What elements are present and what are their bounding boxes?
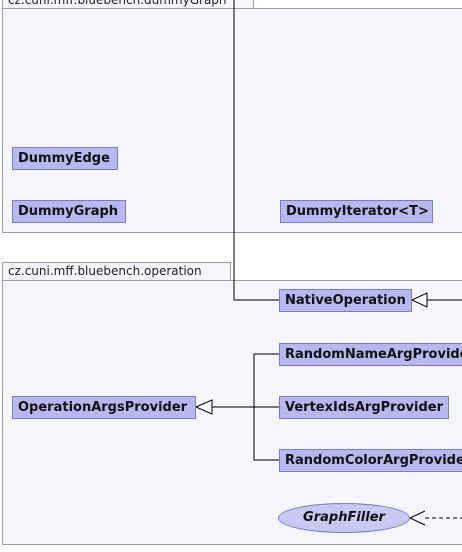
generalization-arrow-native-operation [410,292,428,308]
package-dummy-graph [2,8,462,233]
package-tab-dummy-graph: cz.cuni.mff.bluebench.dummyGraph [2,0,254,9]
interface-graph-filler[interactable]: GraphFiller [278,503,410,533]
class-operation-args-provider[interactable]: OperationArgsProvider [12,396,196,419]
class-dummy-iterator[interactable]: DummyIterator<T> [280,200,433,223]
class-random-color-arg-provider[interactable]: RandomColorArgProvider [279,449,462,472]
class-dummy-graph[interactable]: DummyGraph [12,200,126,223]
class-vertex-ids-arg-provider[interactable]: VertexIdsArgProvider [279,396,449,419]
class-random-name-arg-provider[interactable]: RandomNameArgProvider [279,343,462,366]
package-tab-operation: cz.cuni.mff.bluebench.operation [2,262,231,281]
class-dummy-edge[interactable]: DummyEdge [12,147,118,170]
generalization-arrow-operation-args-provider [194,399,213,415]
realization-arrow-graph-filler [408,510,426,526]
dependency-line-native-operation [233,0,280,301]
class-native-operation[interactable]: NativeOperation [279,289,412,312]
